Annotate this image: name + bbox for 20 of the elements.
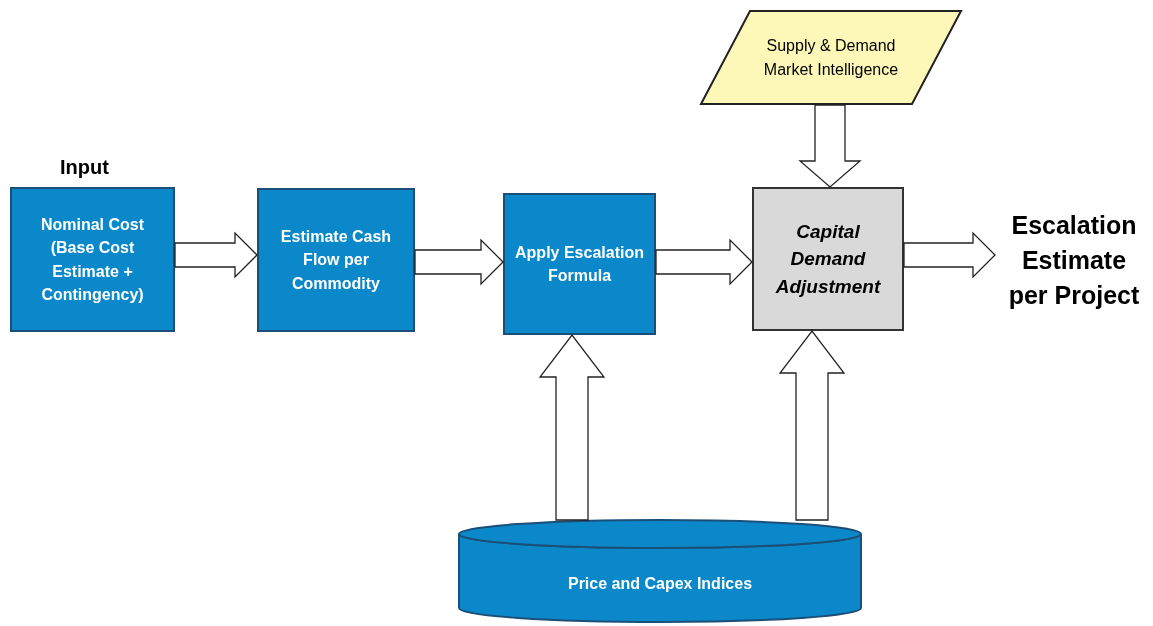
- block-arrow: [414, 238, 504, 286]
- input-heading: Input: [59, 156, 110, 179]
- block-arrow: [655, 238, 753, 286]
- node-label: Estimate Cash Flow per Commodity: [279, 227, 393, 294]
- process-box: [503, 193, 656, 335]
- node-label: Supply & Demand Market Intelligence: [762, 36, 900, 80]
- block-arrow: [903, 231, 996, 279]
- process-box: [752, 187, 904, 331]
- node-label: Capital Demand Adjustment: [774, 219, 882, 299]
- node-label: Nominal Cost (Base Cost Estimate + Contingency): [39, 215, 146, 305]
- process-box: [257, 188, 415, 332]
- node-label: Price and Capex Indices: [566, 574, 754, 595]
- data-parallelogram: [700, 10, 962, 105]
- database-cylinder: [458, 520, 862, 622]
- block-arrow: [538, 333, 606, 521]
- block-arrow: [798, 104, 862, 188]
- node-label: Apply Escalation Formula: [514, 242, 645, 286]
- block-arrow: [174, 231, 258, 279]
- node-label: Escalation Estimate per Project: [1007, 209, 1141, 311]
- block-arrow: [778, 329, 846, 521]
